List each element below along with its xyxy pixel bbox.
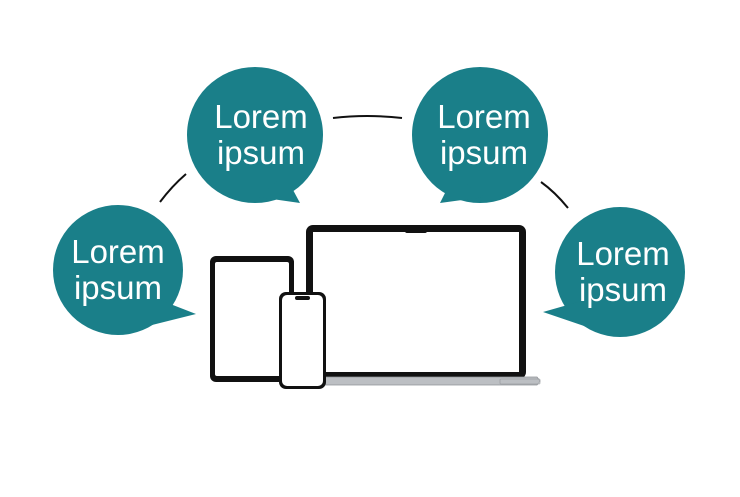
bubble-left: Lorem ipsum bbox=[53, 205, 183, 335]
bubble-top-right-shape bbox=[412, 67, 548, 203]
connector-left bbox=[159, 173, 187, 203]
bubble-right-text: Lorem ipsum bbox=[576, 235, 670, 308]
laptop-icon bbox=[306, 225, 541, 386]
bubble-top-left: Lorem ipsum bbox=[196, 70, 326, 200]
bubble-top-right: Lorem ipsum bbox=[419, 70, 549, 200]
bubble-left-text: Lorem ipsum bbox=[71, 233, 165, 306]
bubble-top-left-text: Lorem ipsum bbox=[214, 98, 308, 171]
smartphone-icon bbox=[279, 292, 326, 389]
bubble-left-shape bbox=[53, 205, 196, 335]
bubble-top-left-shape bbox=[187, 67, 323, 203]
tablet-icon bbox=[210, 256, 294, 382]
bubble-right-shape bbox=[543, 207, 685, 337]
connector-right bbox=[540, 181, 569, 209]
bubble-right: Lorem ipsum bbox=[558, 207, 688, 337]
connector-top bbox=[332, 115, 403, 119]
bubble-top-right-text: Lorem ipsum bbox=[437, 98, 531, 171]
